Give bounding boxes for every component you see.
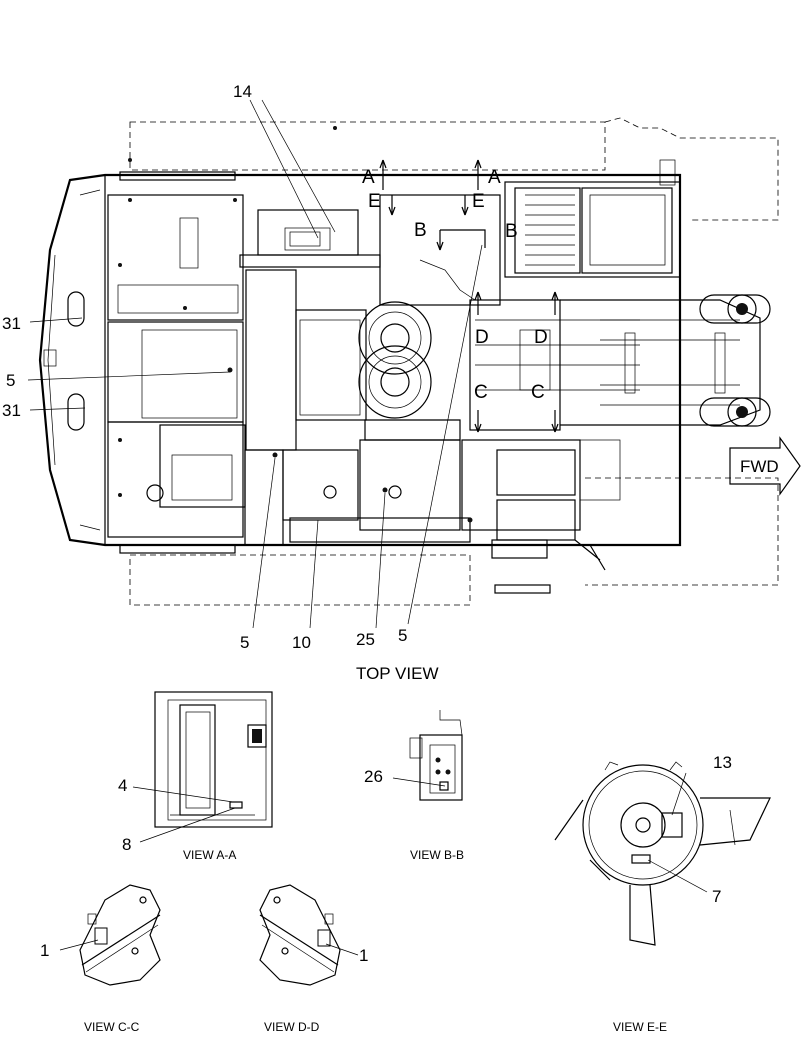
section-label-c-left: C <box>474 382 488 403</box>
view-b-caption: VIEW B-B <box>410 848 464 862</box>
callout-1-view-c: 1 <box>40 941 49 960</box>
section-label-d-right: D <box>534 327 548 348</box>
view-e-drawing <box>554 761 771 946</box>
top-view-caption: TOP VIEW <box>356 664 439 683</box>
fwd-arrow <box>729 436 801 496</box>
section-label-a-left: A <box>362 167 375 188</box>
callout-26: 26 <box>364 767 383 786</box>
section-label-a-right: A <box>488 167 501 188</box>
fwd-label: FWD <box>740 457 779 476</box>
view-d-drawing <box>259 884 359 986</box>
counterweight-slot-lower <box>67 393 85 431</box>
view-d-caption: VIEW D-D <box>264 1020 320 1034</box>
view-a-drawing <box>132 691 273 843</box>
view-e-caption: VIEW E-E <box>613 1020 667 1034</box>
section-label-d-left: D <box>475 327 489 348</box>
section-label-b-left: B <box>414 220 427 241</box>
section-label-c-right: C <box>531 382 545 403</box>
section-label-e-right: E <box>472 191 485 212</box>
view-a-caption: VIEW A-A <box>183 848 236 862</box>
counterweight-slot-upper <box>67 291 85 327</box>
callout-10: 10 <box>292 633 311 652</box>
view-b-drawing <box>392 710 463 801</box>
callout-25: 25 <box>356 630 375 649</box>
section-label-b-right: B <box>505 221 518 242</box>
pump-lower <box>358 345 432 419</box>
callout-4: 4 <box>118 776 127 795</box>
view-c-drawing <box>59 884 161 986</box>
top-view-drawing <box>27 99 801 629</box>
callout-8: 8 <box>122 835 131 854</box>
view-c-caption: VIEW C-C <box>84 1020 140 1034</box>
callout-31-lower: 31 <box>2 401 21 420</box>
callout-5-right: 5 <box>398 626 407 645</box>
pump-upper <box>358 301 432 375</box>
callout-1-view-d: 1 <box>359 946 368 965</box>
callout-5-left: 5 <box>6 371 15 390</box>
callout-13: 13 <box>713 753 732 772</box>
callout-31-upper: 31 <box>2 314 21 333</box>
callout-14: 14 <box>233 82 252 101</box>
callout-5-bottom: 5 <box>240 633 249 652</box>
section-label-e-left: E <box>368 191 381 212</box>
callout-7: 7 <box>712 887 721 906</box>
